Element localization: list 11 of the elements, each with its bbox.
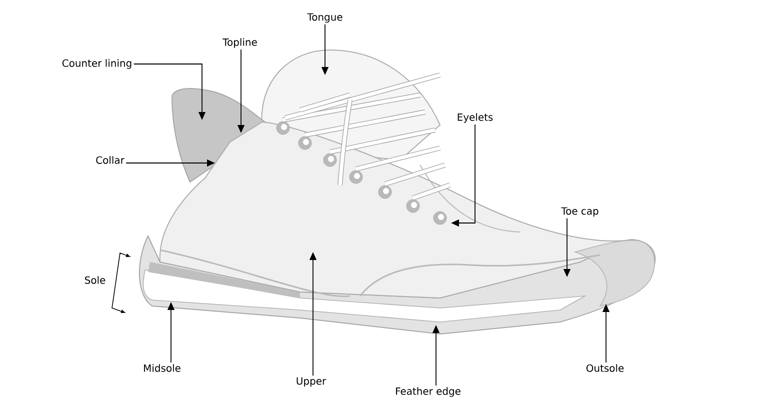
part-label: Topline [222,38,257,48]
part-label: Outsole [586,364,624,372]
part-label: Eyelets [458,113,493,123]
part-label: Toe cap [561,207,598,217]
part-label: Tongue [307,13,342,23]
part-label: Collar [96,156,124,164]
part-label: Sole [85,276,106,284]
part-label: Counter lining [62,59,132,69]
part-label: Midsole [144,364,180,372]
part-label: Feather edge [396,387,460,397]
part-label: Upper [296,377,326,387]
